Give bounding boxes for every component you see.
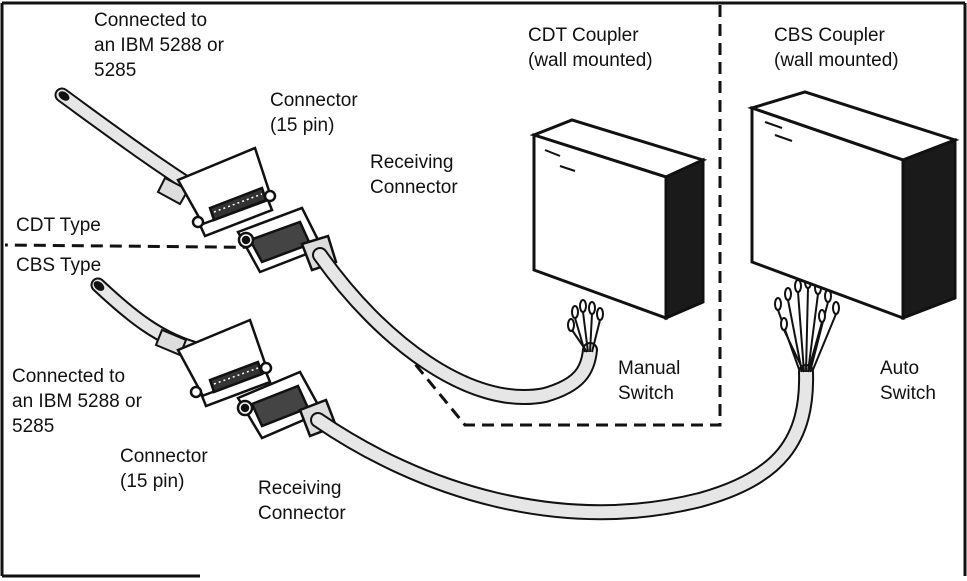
- cdt-region-boundary: [4, 5, 722, 427]
- cbs-coupler-label: CBS Coupler (wall mounted): [774, 23, 899, 73]
- top-connector-15-pin: [176, 146, 277, 238]
- manual-switch-wire-ends: [567, 299, 604, 353]
- cbs-type-text: CBS Type: [16, 255, 102, 276]
- bottom-connector-line-2: (15 pin): [120, 471, 185, 492]
- cdt-coupler-label: CDT Coupler (wall mounted): [528, 23, 653, 73]
- cdt-type-label: CDT Type: [16, 213, 101, 238]
- top-coupler-cable: [312, 247, 598, 405]
- top-connected-to-line-2: an IBM 5288 or: [94, 35, 224, 56]
- top-connector-label: Connector (15 pin): [270, 88, 358, 138]
- auto-switch-line-1: Auto: [880, 358, 920, 379]
- top-connector-line-1: Connector: [270, 90, 358, 111]
- cbs-type-label: CBS Type: [16, 253, 101, 278]
- cbs-coupler-line-2: (wall mounted): [774, 50, 899, 71]
- bottom-connector-label: Connector (15 pin): [120, 444, 208, 494]
- bottom-coupler-cable: [310, 364, 815, 521]
- top-receiving-connector-line-1: Receiving: [370, 152, 454, 173]
- manual-switch-line-2: Switch: [618, 383, 674, 404]
- cbs-coupler-box: [747, 90, 960, 321]
- bottom-connector-15-pin: [176, 318, 273, 408]
- top-receiving-connector-label: Receiving Connector: [370, 150, 458, 200]
- bottom-receiving-connector-label: Receiving Connector: [258, 476, 346, 526]
- bottom-connected-to-label: Connected to an IBM 5288 or 5285: [12, 364, 142, 439]
- top-connected-to-label: Connected to an IBM 5288 or 5285: [94, 8, 224, 83]
- top-receiving-connector-line-2: Connector: [370, 177, 458, 198]
- cdt-coupler-line-1: CDT Coupler: [528, 25, 639, 46]
- bottom-receiving-connector-line-2: Connector: [258, 503, 346, 524]
- top-connected-to-line-3: 5285: [94, 60, 137, 81]
- cdt-coupler-line-2: (wall mounted): [528, 50, 653, 71]
- bottom-receiving-connector-line-1: Receiving: [258, 478, 342, 499]
- cdt-coupler-box: [529, 118, 708, 321]
- cdt-type-text: CDT Type: [16, 215, 101, 236]
- cbs-coupler-line-1: CBS Coupler: [774, 25, 885, 46]
- manual-switch-line-1: Manual: [618, 358, 681, 379]
- top-connector-line-2: (15 pin): [270, 115, 335, 136]
- bottom-connected-to-line-3: 5285: [12, 416, 55, 437]
- auto-switch-line-2: Switch: [880, 383, 936, 404]
- bottom-connected-to-line-1: Connected to: [12, 366, 126, 387]
- bottom-host-cable: [90, 277, 208, 358]
- auto-switch-label: Auto Switch: [880, 356, 936, 406]
- manual-switch-label: Manual Switch: [618, 356, 680, 406]
- bottom-connected-to-line-2: an IBM 5288 or: [12, 391, 142, 412]
- bottom-connector-line-1: Connector: [120, 446, 208, 467]
- top-connected-to-line-1: Connected to: [94, 10, 208, 31]
